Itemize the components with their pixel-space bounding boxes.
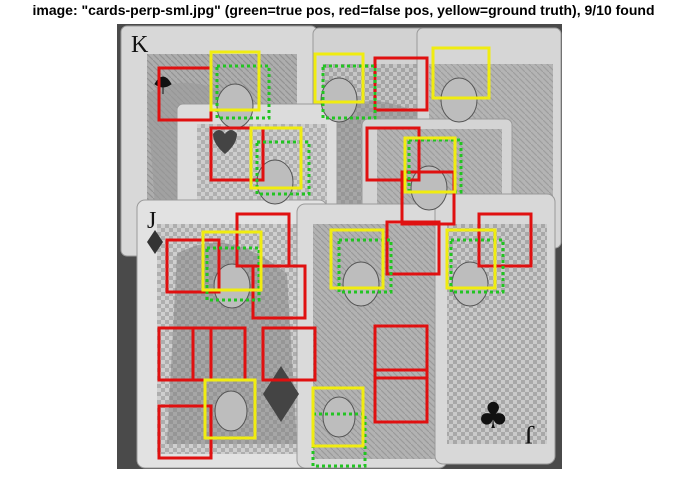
club-icon: ♣ <box>477 396 509 437</box>
rank-king-label: K <box>131 32 149 58</box>
cards-scene: K J ♣ J <box>117 24 562 469</box>
face-jack-left-inverted <box>214 390 248 432</box>
face-jack-center-inverted <box>322 396 356 438</box>
face-jack-right <box>451 261 489 307</box>
detection-caption: image: "cards-perp-sml.jpg" (green=true … <box>32 2 655 18</box>
rank-jack-label: J <box>147 208 156 234</box>
face-jack-left <box>213 263 251 309</box>
rank-jack-inverted: J <box>525 420 535 449</box>
heart-icon <box>213 130 237 154</box>
true-positive-boxes <box>205 64 505 468</box>
face-jack-center <box>342 261 380 307</box>
face-king-right <box>440 77 478 123</box>
ground-truth-boxes <box>201 46 497 448</box>
detection-image: K J ♣ J <box>117 24 562 469</box>
face-king-left <box>216 83 254 129</box>
diamond-icon <box>147 230 163 254</box>
face-king-center <box>320 77 358 123</box>
